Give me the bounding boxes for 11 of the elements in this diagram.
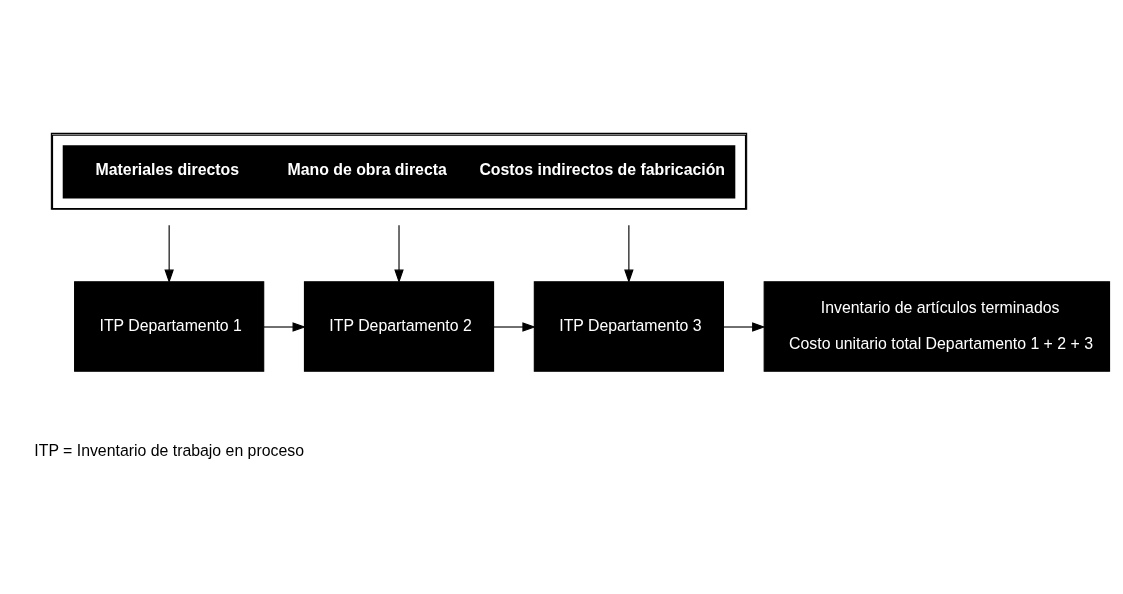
arrow xyxy=(164,224,174,284)
node-box: ITP Departamento 1 xyxy=(74,281,265,372)
node-box: ITP Departamento 2 xyxy=(303,281,495,372)
arrow xyxy=(624,224,634,284)
arrow xyxy=(263,322,307,332)
arrow xyxy=(394,224,404,284)
label: ITP = Inventario de trabajo en proceso xyxy=(34,442,304,460)
arrow xyxy=(723,322,766,332)
arrow xyxy=(493,322,536,332)
node-box: Inventario de artículos terminados Costo unitario total Departamento 1 + 2 + 3 xyxy=(763,281,1111,372)
node-box: ITP Departamento 3 xyxy=(533,281,724,372)
